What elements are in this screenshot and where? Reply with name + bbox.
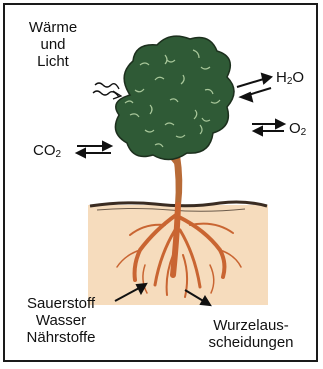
water-label: H2O [276,69,304,90]
oxygen-arrows [252,120,284,135]
root-exudates-label: Wurzelaus- scheidungen [201,317,301,351]
co2-arrows [77,142,111,157]
diagram-frame: Wärme und Licht H2O O2 CO2 Sauerstoff Wa… [3,3,318,362]
warmth-arrow [93,83,121,99]
root-intake-label: Sauerstoff Wasser Nährstoffe [11,295,111,346]
co2-label: CO2 [33,142,61,163]
water-arrows [237,74,271,101]
oxygen-label: O2 [289,120,306,141]
tree-crown [115,36,234,159]
warmth-light-label: Wärme und Licht [19,19,87,70]
